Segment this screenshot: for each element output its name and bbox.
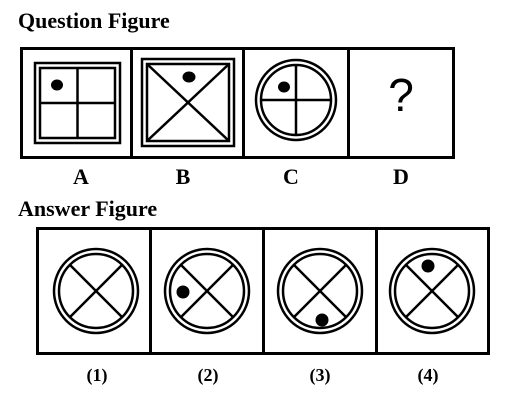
circle-cross-figure (254, 58, 338, 142)
dot (182, 71, 196, 83)
outer-circle (276, 247, 364, 335)
question-figure-b (133, 50, 243, 156)
diagonal-line (146, 63, 230, 142)
diagonal-line (179, 263, 235, 319)
answer-option-3[interactable] (265, 230, 375, 352)
question-label-c: C (283, 164, 299, 189)
cell-divider (262, 230, 265, 352)
outer-square (140, 57, 236, 148)
cell-divider (242, 50, 245, 156)
cell-divider (149, 230, 152, 352)
dot (315, 313, 329, 327)
diagonal-line (404, 263, 460, 319)
diagonal-line (292, 263, 348, 319)
inner-circle (57, 252, 135, 330)
circle-diagonals-figure (388, 247, 476, 335)
inner-square (145, 62, 231, 143)
answer-option-1[interactable] (39, 230, 149, 352)
answer-label-2: (2) (197, 365, 219, 385)
question-label-d: D (393, 164, 409, 189)
dot (421, 259, 435, 273)
answer-label-3: (3) (309, 365, 331, 385)
cell-divider (375, 230, 378, 352)
answer-label-4: (4) (417, 365, 439, 385)
answer-label-1: (1) (86, 365, 108, 385)
circle-diagonals-figure (163, 247, 251, 335)
question-figure-d: ? (350, 50, 452, 156)
cell-divider (130, 50, 133, 156)
inner-circle (393, 252, 471, 330)
diagonal-line (68, 263, 124, 319)
outer-circle (388, 247, 476, 335)
question-mark: ? (388, 69, 414, 121)
square-diagonals-figure (140, 57, 236, 148)
question-label-a: A (73, 164, 89, 189)
outer-circle (254, 58, 338, 142)
outer-circle (52, 247, 140, 335)
dot (278, 81, 290, 93)
circle-diagonals-figure (52, 247, 140, 335)
dot (51, 79, 63, 91)
answer-figure-strip (36, 227, 490, 355)
answer-option-4[interactable] (378, 230, 487, 352)
square-cross-figure (33, 61, 122, 145)
question-label-b: B (175, 164, 191, 189)
question-figure-heading: Question Figure (18, 8, 170, 33)
question-figure-strip: ? (20, 47, 455, 159)
answer-option-2[interactable] (152, 230, 262, 352)
answer-figure-heading: Answer Figure (18, 196, 158, 221)
question-figure-c (245, 50, 348, 156)
inner-circle (281, 252, 359, 330)
outer-square (33, 61, 122, 145)
question-figure-a (23, 50, 131, 156)
cell-divider (347, 50, 350, 156)
outer-circle (163, 247, 251, 335)
inner-circle (168, 252, 246, 330)
dot (176, 285, 190, 299)
circle-diagonals-figure (276, 247, 364, 335)
